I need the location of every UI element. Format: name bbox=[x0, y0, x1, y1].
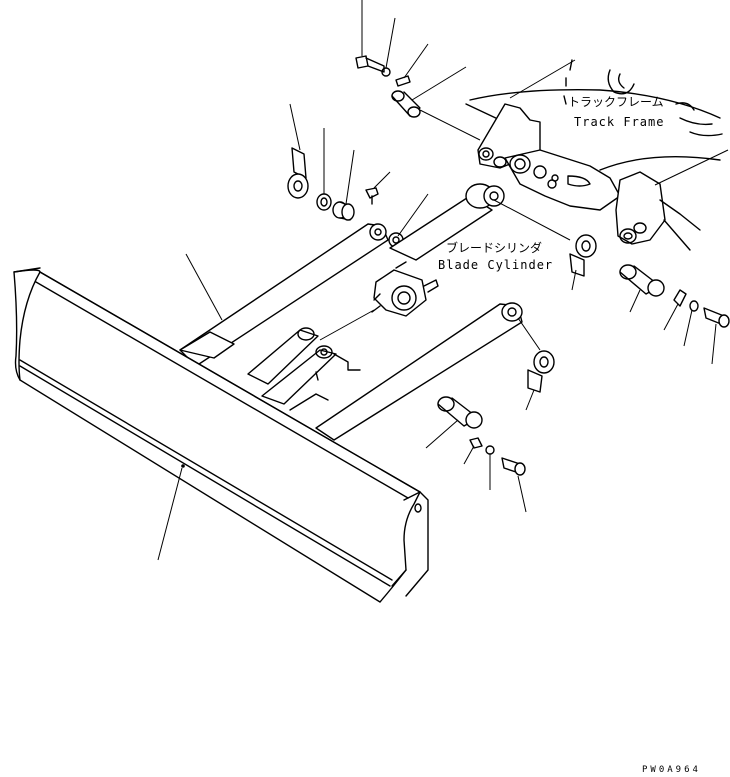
lock-plate-bottom bbox=[469, 437, 483, 449]
bushing-left bbox=[287, 173, 309, 199]
lock-plate-top bbox=[395, 75, 411, 87]
track-frame bbox=[465, 59, 723, 251]
track-frame-label-ja: トラックフレーム bbox=[568, 95, 664, 109]
washer-bottom bbox=[485, 445, 495, 455]
pin-right bbox=[619, 264, 665, 297]
bolt-right bbox=[703, 307, 730, 328]
washer-right bbox=[689, 300, 699, 312]
lock-plate-right bbox=[673, 289, 687, 307]
bushing-cylinder-rod bbox=[569, 234, 597, 277]
bolt-top bbox=[355, 55, 385, 73]
bushing-right-arm bbox=[527, 350, 555, 393]
track-frame-label-en: Track Frame bbox=[574, 115, 664, 129]
seal-ring-left bbox=[316, 193, 332, 211]
blade-cylinder-label-ja: ブレードシリンダ bbox=[446, 240, 542, 255]
bolt-bottom bbox=[501, 457, 526, 476]
sleeve-left bbox=[332, 201, 355, 221]
drawing-code: PW0A964 bbox=[642, 765, 701, 775]
grease-fitting-left bbox=[365, 187, 379, 205]
blade bbox=[13, 267, 429, 603]
blade-frame-right-arm bbox=[315, 302, 523, 441]
pin-bottom bbox=[437, 396, 483, 429]
blade-cylinder-label-en: Blade Cylinder bbox=[438, 258, 553, 272]
blade-cylinder bbox=[371, 183, 505, 317]
pin-top bbox=[391, 90, 421, 118]
